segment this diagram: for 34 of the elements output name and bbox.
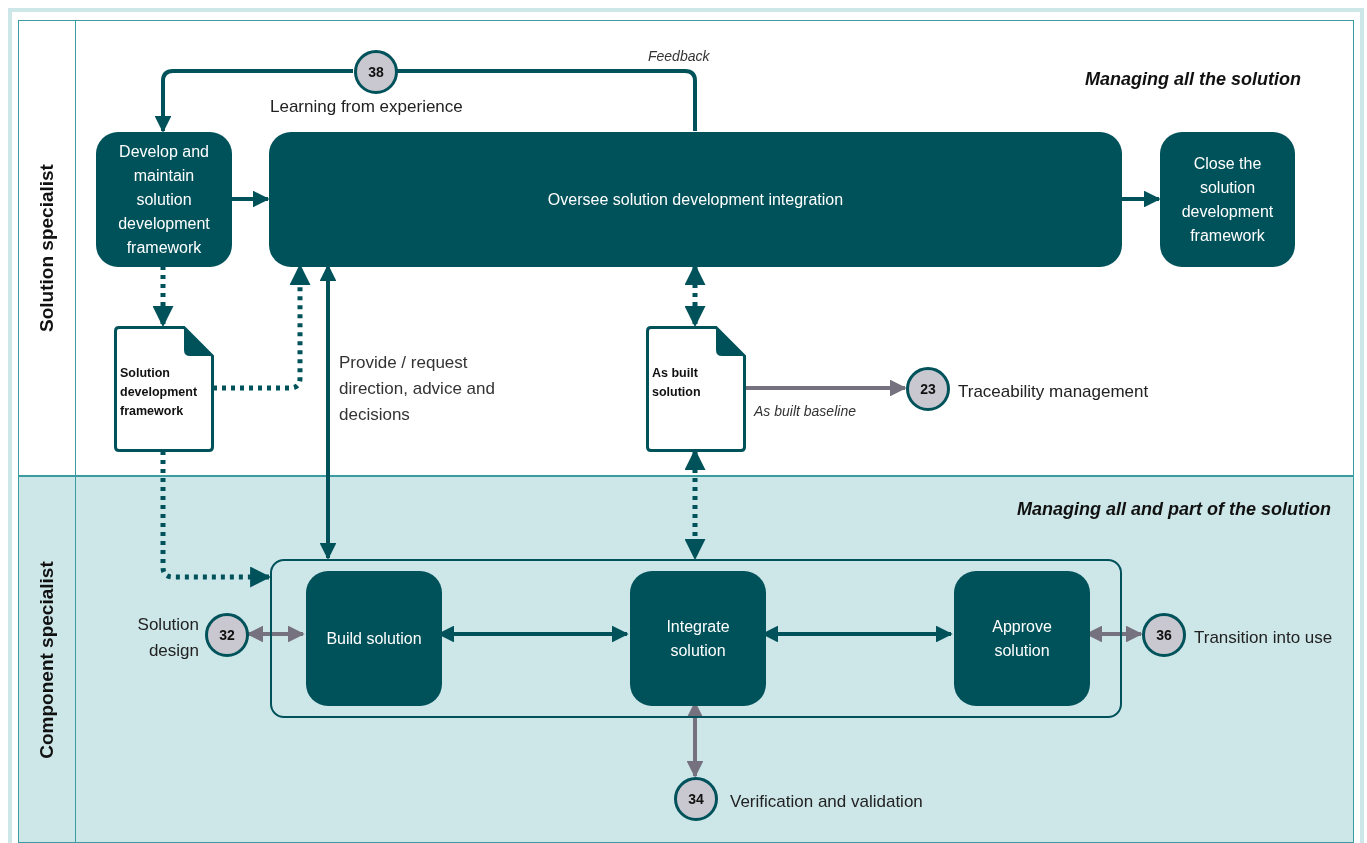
swimlane bbox=[18, 20, 1354, 476]
lane-heading: Managing all the solution bbox=[1085, 69, 1301, 90]
arrow bbox=[152, 266, 174, 328]
process-box: Close the solution development framework bbox=[1160, 132, 1295, 267]
process-box: Integrate solution bbox=[630, 571, 766, 706]
reference-circle: 38 bbox=[354, 50, 398, 94]
arrow bbox=[231, 190, 270, 208]
arrow bbox=[154, 69, 353, 133]
swimlane bbox=[18, 476, 1354, 843]
circle-caption: Transition into use bbox=[1194, 627, 1334, 649]
process-box: Build solution bbox=[306, 571, 442, 706]
document-label: Solution development framework bbox=[120, 365, 199, 420]
connector-line bbox=[397, 69, 697, 131]
group-frame bbox=[270, 559, 1122, 718]
arrow bbox=[745, 379, 907, 397]
circle-caption: Solution design bbox=[136, 614, 199, 662]
reference-circle: 34 bbox=[674, 777, 718, 821]
process-box: Approve solution bbox=[954, 571, 1090, 706]
arrow bbox=[160, 451, 272, 588]
process-box: Oversee solution development integration bbox=[269, 132, 1122, 267]
circle-caption: Learning from experience bbox=[270, 96, 464, 118]
arrow bbox=[319, 264, 337, 560]
lane-label: Solution specialist bbox=[36, 164, 58, 332]
process-box: Develop and maintain solution development framework bbox=[96, 132, 232, 267]
lane-label: Component specialist bbox=[36, 560, 58, 759]
reference-circle: 23 bbox=[906, 367, 950, 411]
arrow bbox=[1121, 190, 1161, 208]
lane-heading: Managing all and part of the solution bbox=[1017, 499, 1331, 520]
arrow bbox=[246, 625, 305, 643]
circle-caption: Verification and validation bbox=[730, 791, 924, 813]
circle-caption: Traceability management bbox=[958, 381, 1150, 403]
reference-circle: 36 bbox=[1142, 613, 1186, 657]
document-label: As built solution bbox=[652, 365, 702, 401]
reference-circle: 32 bbox=[205, 613, 249, 657]
